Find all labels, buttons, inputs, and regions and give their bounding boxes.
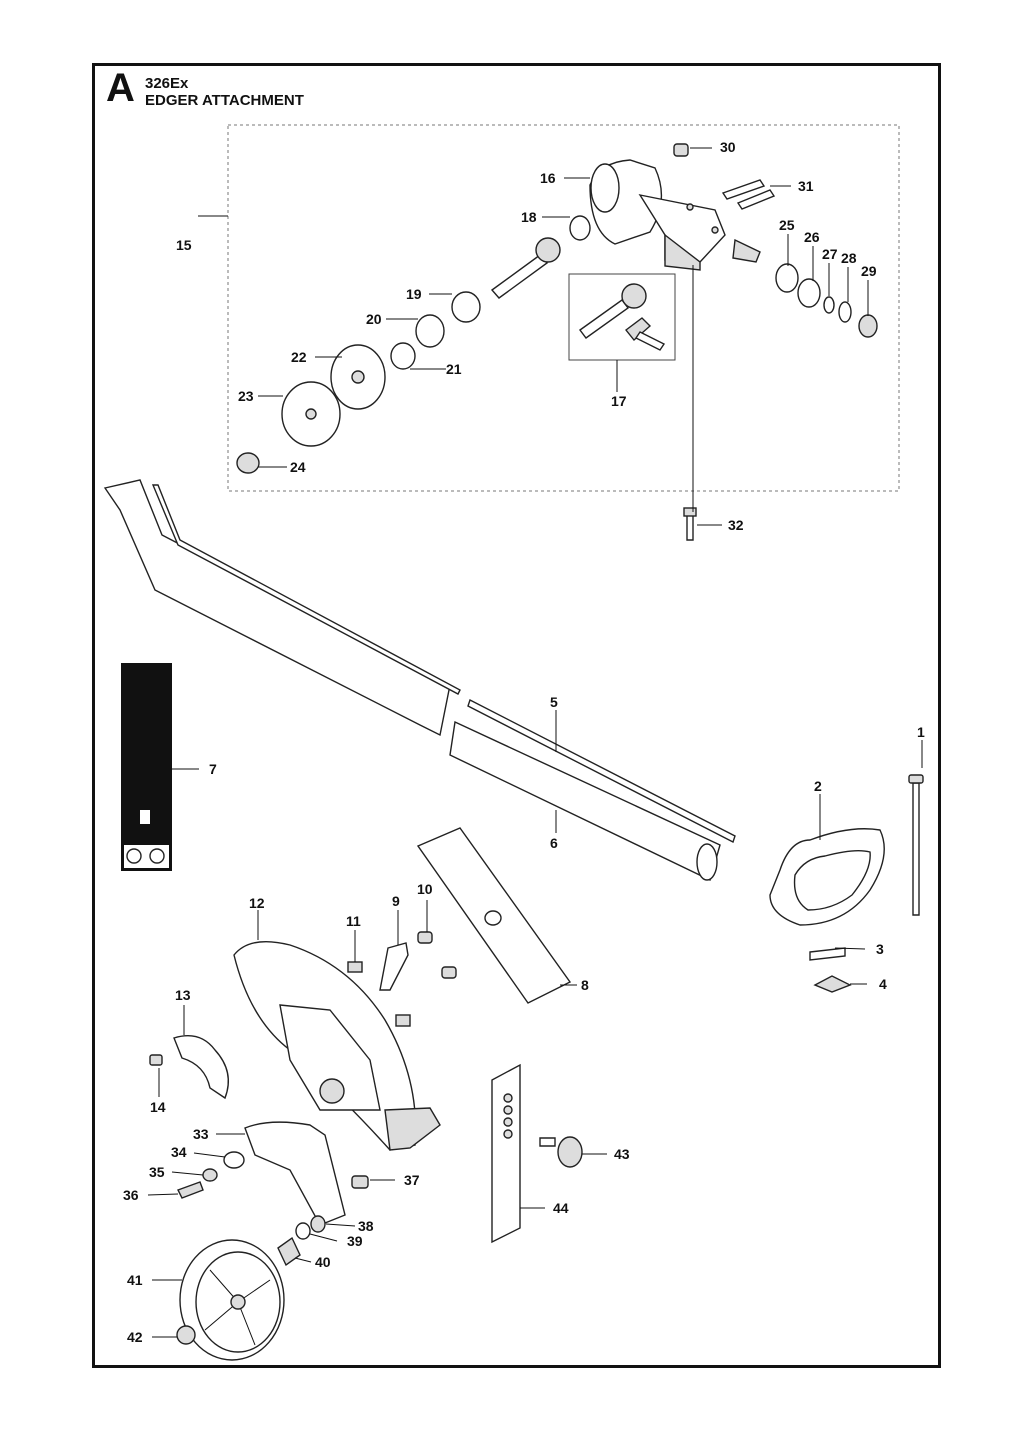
nut-11	[347, 961, 363, 973]
gearhead-housing-16	[589, 159, 726, 271]
washer-34	[223, 1151, 245, 1169]
washer-39	[295, 1222, 311, 1240]
model-name: 326Ex	[145, 75, 189, 92]
callout-35: 35	[149, 1164, 165, 1180]
callout-44: 44	[553, 1200, 569, 1216]
callout-17: 17	[611, 393, 627, 409]
bolt-37	[351, 1175, 369, 1189]
callout-33: 33	[193, 1126, 209, 1142]
washer-20	[415, 314, 445, 348]
pinion-shaft	[490, 254, 549, 299]
section-letter: A	[106, 66, 135, 110]
callout-12: 12	[249, 895, 265, 911]
bevel-gear	[732, 238, 761, 263]
callout-43: 43	[614, 1146, 630, 1162]
bearing-19	[451, 291, 481, 323]
hub-nut-42	[176, 1325, 196, 1345]
callout-4: 4	[879, 976, 887, 992]
callout-13: 13	[175, 987, 191, 1003]
shaft-tube-6	[103, 479, 721, 881]
callout-25: 25	[779, 217, 795, 233]
callout-40: 40	[315, 1254, 331, 1270]
decal-7	[121, 663, 172, 871]
wheel-41	[179, 1239, 285, 1361]
callout-5: 5	[550, 694, 558, 710]
spacer-40	[277, 1236, 301, 1267]
gearhead-group-box	[227, 124, 900, 492]
callout-26: 26	[804, 229, 820, 245]
nut-24	[236, 452, 260, 474]
callout-28: 28	[841, 250, 857, 266]
screw-31b	[736, 189, 776, 210]
screw-31a	[721, 179, 766, 200]
callout-22: 22	[291, 349, 307, 365]
callout-8: 8	[581, 977, 589, 993]
washer-38	[310, 1215, 326, 1233]
loop-handle-2	[769, 828, 885, 926]
callout-15: 15	[176, 237, 192, 253]
callout-9: 9	[392, 893, 400, 909]
callout-30: 30	[720, 139, 736, 155]
plate-44	[491, 1063, 521, 1244]
circlip-28	[838, 301, 852, 323]
callout-1: 1	[917, 724, 925, 740]
knob-43	[539, 1137, 556, 1147]
callout-39: 39	[347, 1233, 363, 1249]
gear-set-17	[579, 283, 666, 351]
callout-2: 2	[814, 778, 822, 794]
callout-6: 6	[550, 835, 558, 851]
plate-9	[379, 942, 409, 991]
clamp-3	[809, 947, 846, 961]
callout-19: 19	[406, 286, 422, 302]
page-frame	[92, 63, 941, 1368]
callout-3: 3	[876, 941, 884, 957]
bearing-26	[797, 278, 821, 308]
callout-36: 36	[123, 1187, 139, 1203]
bearing-25	[775, 263, 799, 293]
screw-14	[149, 1054, 163, 1066]
screw-30	[673, 143, 689, 157]
callout-14: 14	[150, 1099, 166, 1115]
callout-37: 37	[404, 1172, 420, 1188]
washer-27	[823, 296, 835, 314]
callout-29: 29	[861, 263, 877, 279]
edger-blade-8	[416, 827, 572, 1004]
clamp-13	[173, 1035, 229, 1100]
cap-29	[858, 314, 878, 338]
callout-7: 7	[209, 761, 217, 777]
gear-set-box	[568, 273, 676, 361]
callout-31: 31	[798, 178, 814, 194]
page-title: EDGER ATTACHMENT	[145, 92, 304, 109]
callout-18: 18	[521, 209, 537, 225]
drive-shaft-5	[151, 484, 736, 843]
bracket-33	[244, 1121, 346, 1226]
callout-16: 16	[540, 170, 556, 186]
seal-18	[569, 215, 591, 241]
callout-10: 10	[417, 881, 433, 897]
callout-32: 32	[728, 517, 744, 533]
blade-guard-12	[233, 941, 441, 1151]
washer-35	[202, 1168, 218, 1182]
callout-11: 11	[346, 913, 361, 929]
callout-41: 41	[127, 1272, 143, 1288]
bolt-1	[912, 782, 920, 916]
callout-38: 38	[358, 1218, 374, 1234]
callout-21: 21	[446, 361, 462, 377]
callout-24: 24	[290, 459, 306, 475]
callout-42: 42	[127, 1329, 143, 1345]
callout-23: 23	[238, 388, 254, 404]
callout-27: 27	[822, 246, 838, 262]
callout-34: 34	[171, 1144, 187, 1160]
callout-20: 20	[366, 311, 382, 327]
bolt-36	[177, 1181, 204, 1199]
wing-nut-4	[813, 975, 852, 993]
circlip-21	[390, 342, 416, 370]
screw-10	[417, 931, 433, 944]
